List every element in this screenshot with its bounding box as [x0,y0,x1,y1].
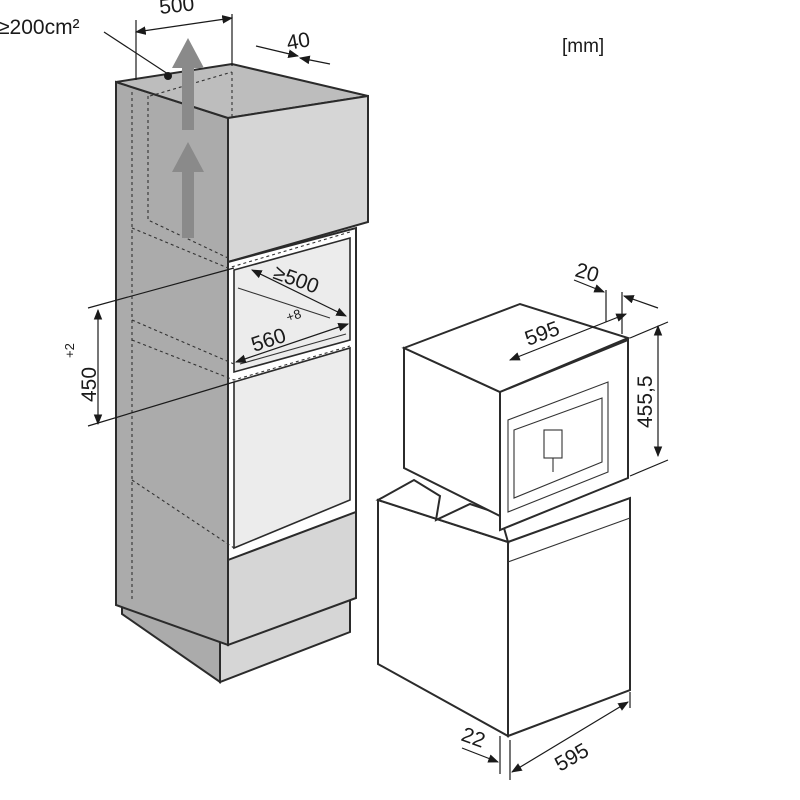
lower-drawer [227,510,357,647]
upper-cabinet-front [227,94,369,264]
base-cabinet-top [375,478,510,544]
rear-gap-label: 40 [285,28,312,55]
appliance-height-label: 455,5 [634,375,657,428]
niche-width-tolerance: +8 [284,306,303,325]
vent-callout: ≥200cm² [0,16,172,80]
up-arrow-icon [172,142,204,238]
niche-height-label: 450 [78,367,101,402]
dim-rear-gap: 40 [255,28,331,65]
dim-top-depth: 500 [134,0,234,80]
dim-depth-gap: 20 [573,259,659,334]
housing-side-panel [115,80,229,647]
niche-height-tolerance: +2 [62,343,77,358]
vent-area-label: ≥200cm² [0,16,80,39]
tall-housing-unit [115,62,369,684]
top-depth-label: 500 [158,0,195,19]
depth-gap-label: 20 [573,259,602,288]
up-arrow-icon [172,38,204,130]
airflow-arrows [172,38,204,238]
unit-label: [mm] [562,36,604,57]
dim-appliance-height: 455,5 [629,321,669,477]
dim-niche-height: 450 +2 [62,267,235,427]
base-cabinet-front [507,496,631,738]
base-cabinet [375,478,631,738]
